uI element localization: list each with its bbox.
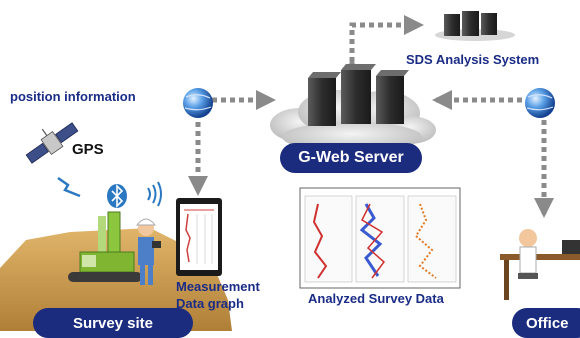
tablet-icon [176, 198, 222, 276]
measurement-label: Measurement Data graph [176, 278, 260, 312]
office-badge: Office [512, 308, 580, 338]
bluetooth-icon [107, 184, 127, 208]
measurement-label-line2: Data graph [176, 296, 244, 311]
diagram-canvas [0, 11, 580, 331]
measurement-label-line1: Measurement [176, 279, 260, 294]
globe-icon [525, 88, 555, 118]
survey-machine-icon [68, 211, 142, 282]
satellite-icon [25, 122, 79, 164]
server-icon [308, 64, 409, 126]
survey-site-badge: Survey site [33, 308, 193, 338]
sds-analysis-system-label: SDS Analysis System [406, 52, 540, 67]
system-diagram: position information GPS SDS Analysis Sy… [0, 11, 580, 338]
g-web-server-badge: G-Web Server [280, 143, 422, 173]
arrow-server-sds [342, 15, 424, 78]
connection-arrows [188, 15, 554, 218]
wireless-signal-icon [147, 181, 162, 207]
analyzed-survey-data-label: Analyzed Survey Data [308, 291, 444, 306]
analyzed-data-panel [299, 187, 461, 289]
sds-server-icon [435, 11, 515, 41]
position-information-label: position information [10, 89, 136, 104]
surveyor-icon [135, 218, 161, 285]
gps-label: GPS [72, 141, 104, 158]
gps-signal-icon [57, 176, 81, 198]
globe-icon [183, 88, 213, 118]
office-worker-icon [500, 229, 580, 300]
